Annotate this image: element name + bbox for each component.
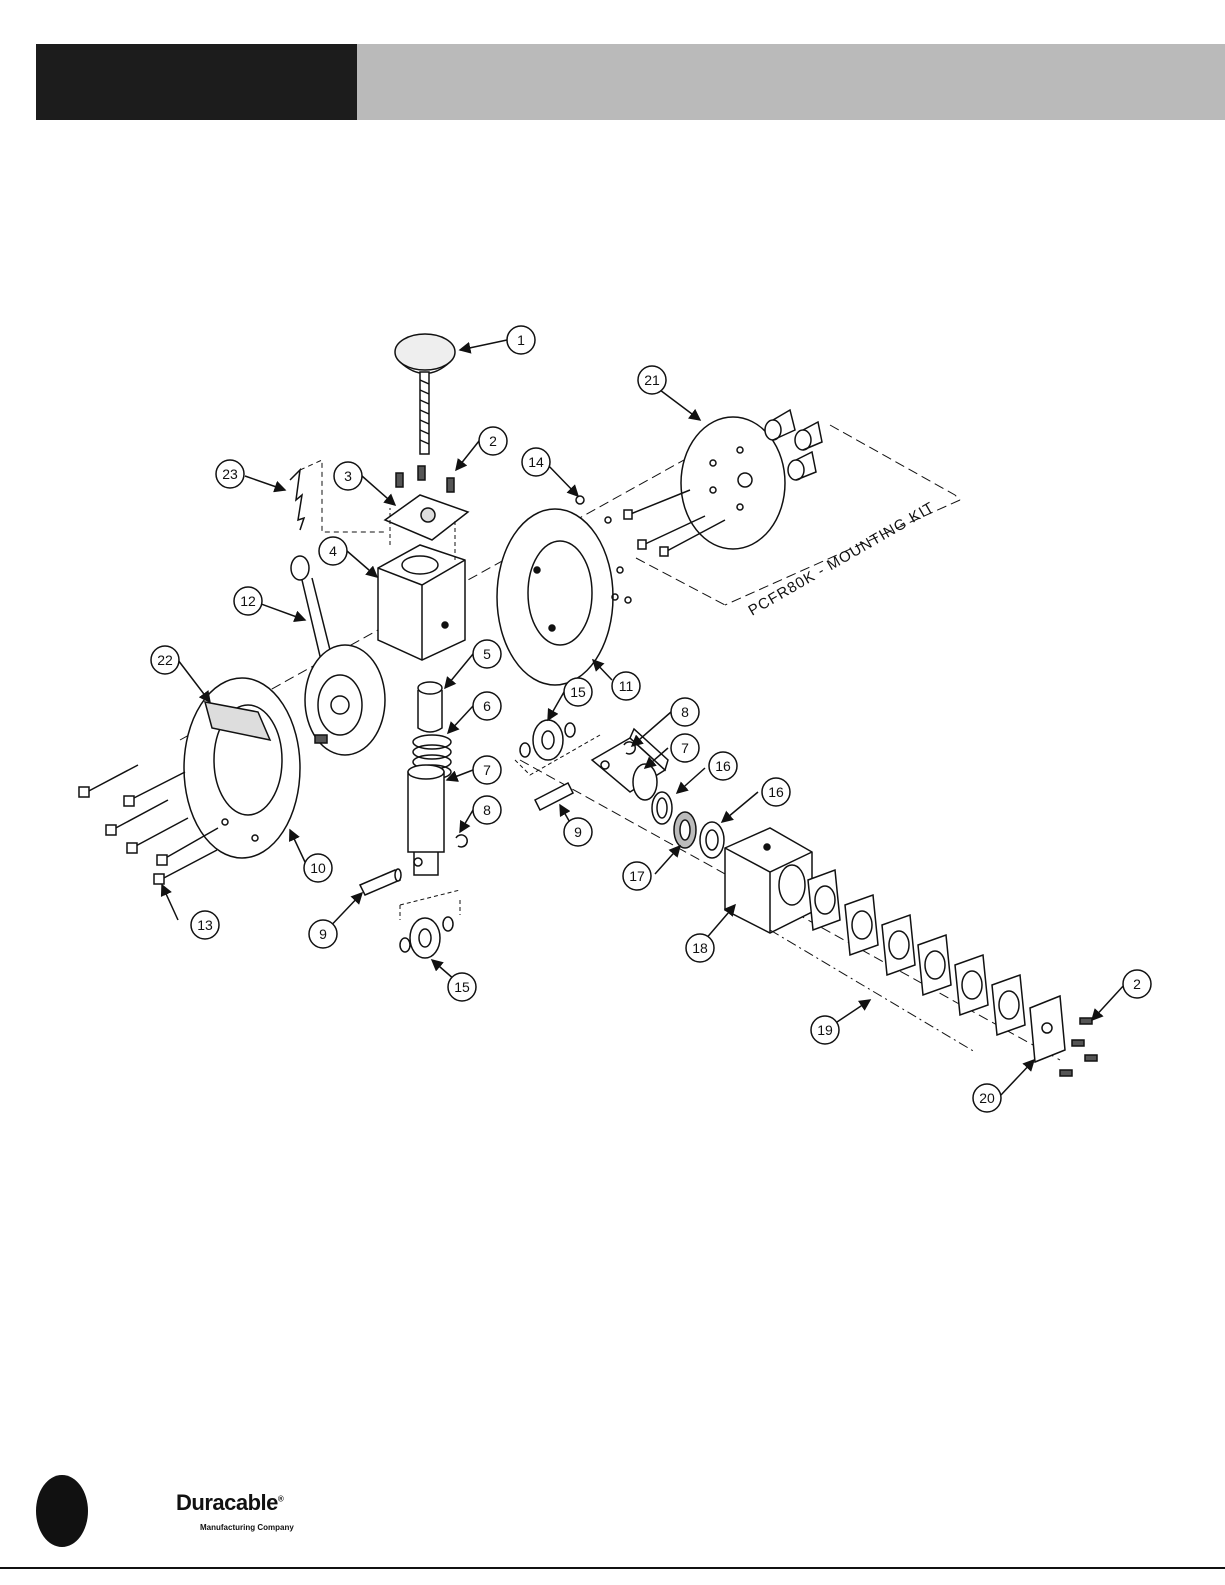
page-number-badge	[36, 1475, 88, 1547]
callout-4: 4	[319, 537, 347, 565]
company-logo: Duracable® Manufacturing Company	[176, 1490, 336, 1538]
nut-part	[576, 496, 584, 504]
lever-part	[291, 556, 385, 755]
bearing-bottom-part	[400, 890, 460, 958]
callout-number: 10	[310, 860, 326, 876]
callout-7: 7	[671, 734, 699, 762]
callout-9: 9	[309, 920, 337, 948]
callout-8: 8	[473, 796, 501, 824]
callout-2: 2	[479, 427, 507, 455]
pin-right-part	[535, 783, 573, 810]
callout-6: 6	[473, 692, 501, 720]
mounting-disc-part	[624, 410, 960, 605]
callout-13: 13	[191, 911, 219, 939]
clip-left-part	[456, 835, 467, 847]
callout-number: 15	[570, 684, 586, 700]
callout-number: 17	[629, 868, 645, 884]
callout-number: 22	[157, 652, 173, 668]
logo-name: Duracable	[176, 1490, 278, 1515]
callout-number: 7	[483, 762, 491, 778]
callout-number: 21	[644, 372, 660, 388]
callout-number: 9	[319, 926, 327, 942]
callout-number: 7	[681, 740, 689, 756]
callout-17: 17	[623, 862, 651, 890]
callout-number: 8	[483, 802, 491, 818]
washer-b-part	[700, 822, 724, 858]
callout-number: 20	[979, 1090, 995, 1106]
callout-number: 11	[619, 678, 634, 694]
pin-left-part	[360, 869, 401, 895]
callout-number: 1	[517, 332, 525, 348]
callout-number: 2	[489, 433, 497, 449]
callout-number: 12	[240, 593, 256, 609]
callout-number: 15	[454, 979, 470, 995]
callout-23: 23	[216, 460, 244, 488]
callout-15: 15	[564, 678, 592, 706]
callout-1: 1	[507, 326, 535, 354]
callout-number: 23	[222, 466, 238, 482]
callout-22: 22	[151, 646, 179, 674]
callout-number: 9	[574, 824, 582, 840]
sleeve-right-part	[592, 729, 668, 800]
callout-number: 6	[483, 698, 491, 714]
callout-20: 20	[973, 1084, 1001, 1112]
callout-11: 11	[612, 672, 640, 700]
callout-10: 10	[304, 854, 332, 882]
callout-18: 18	[686, 934, 714, 962]
callout-number: 3	[344, 468, 352, 484]
bottom-rule	[0, 1567, 1225, 1569]
large-disc-part	[497, 509, 631, 685]
front-disc-part	[184, 678, 300, 858]
callout-number: 2	[1133, 976, 1141, 992]
callout-number: 18	[692, 940, 708, 956]
callout-number: 19	[817, 1022, 833, 1038]
lever-screw-part	[315, 735, 327, 743]
callout-number: 16	[715, 758, 731, 774]
callout-12: 12	[234, 587, 262, 615]
callout-3: 3	[334, 462, 362, 490]
callout-21: 21	[638, 366, 666, 394]
callout-number: 4	[329, 543, 337, 559]
manifold-block-part	[725, 828, 812, 933]
callout-number: 5	[483, 646, 491, 662]
callout-15: 15	[448, 973, 476, 1001]
callout-7: 7	[473, 756, 501, 784]
registered-mark-icon: ®	[278, 1495, 283, 1504]
callout-16: 16	[762, 778, 790, 806]
callout-number: 8	[681, 704, 689, 720]
callout-number: 14	[528, 454, 544, 470]
callout-8: 8	[671, 698, 699, 726]
callout-2: 2	[1123, 970, 1151, 998]
cap-part	[418, 682, 442, 732]
callout-16: 16	[709, 752, 737, 780]
end-plate-part	[1030, 996, 1097, 1076]
callout-19: 19	[811, 1016, 839, 1044]
bearing-top-part	[515, 720, 600, 775]
top-plate-part	[385, 466, 468, 540]
callout-9: 9	[564, 818, 592, 846]
sleeve-left-part	[408, 765, 444, 875]
callout-14: 14	[522, 448, 550, 476]
logo-tagline: Manufacturing Company	[200, 1523, 294, 1532]
callout-number: 13	[197, 917, 213, 933]
knob-part	[395, 334, 455, 454]
callout-number: 16	[768, 784, 784, 800]
washer-a-part	[652, 792, 672, 824]
callout-5: 5	[473, 640, 501, 668]
